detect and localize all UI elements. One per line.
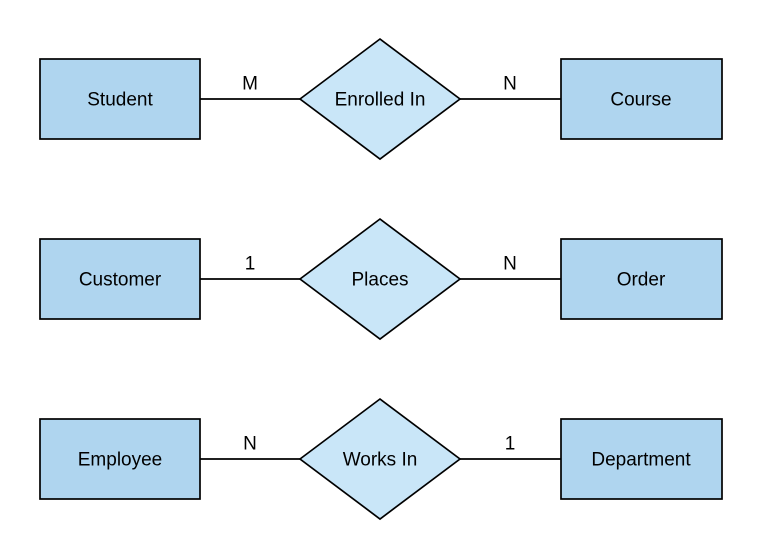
cardinality-customer-side: 1	[245, 254, 256, 275]
entity-department-label: Department	[591, 450, 691, 471]
entity-employee-label: Employee	[78, 450, 163, 471]
entity-student	[39, 58, 201, 140]
entity-customer	[39, 238, 201, 320]
cardinality-order-side: N	[503, 254, 517, 275]
relationship-works-in	[298, 397, 462, 521]
entity-department	[560, 418, 723, 500]
entity-student-label: Student	[87, 90, 153, 111]
cardinality-employee-side: N	[243, 434, 257, 455]
entity-order	[560, 238, 723, 320]
entity-order-label: Order	[617, 270, 666, 291]
cardinality-department-side: 1	[505, 434, 516, 455]
relationship-enrolled-in-label: Enrolled In	[335, 90, 426, 111]
er-row-student-course: Student M Enrolled In N Course	[39, 37, 723, 161]
cardinality-course-side: N	[503, 74, 517, 95]
er-row-customer-order: Customer 1 Places N Order	[39, 217, 723, 341]
relationship-enrolled-in	[298, 37, 462, 161]
entity-course-label: Course	[610, 90, 671, 111]
er-row-employee-department: Employee N Works In 1 Department	[39, 397, 723, 521]
relationship-works-in-label: Works In	[343, 450, 418, 471]
cardinality-student-side: M	[242, 74, 258, 95]
entity-course	[560, 58, 723, 140]
relationship-places-label: Places	[351, 270, 408, 291]
relationship-places	[298, 217, 462, 341]
entity-customer-label: Customer	[79, 270, 162, 291]
entity-employee	[39, 418, 201, 500]
